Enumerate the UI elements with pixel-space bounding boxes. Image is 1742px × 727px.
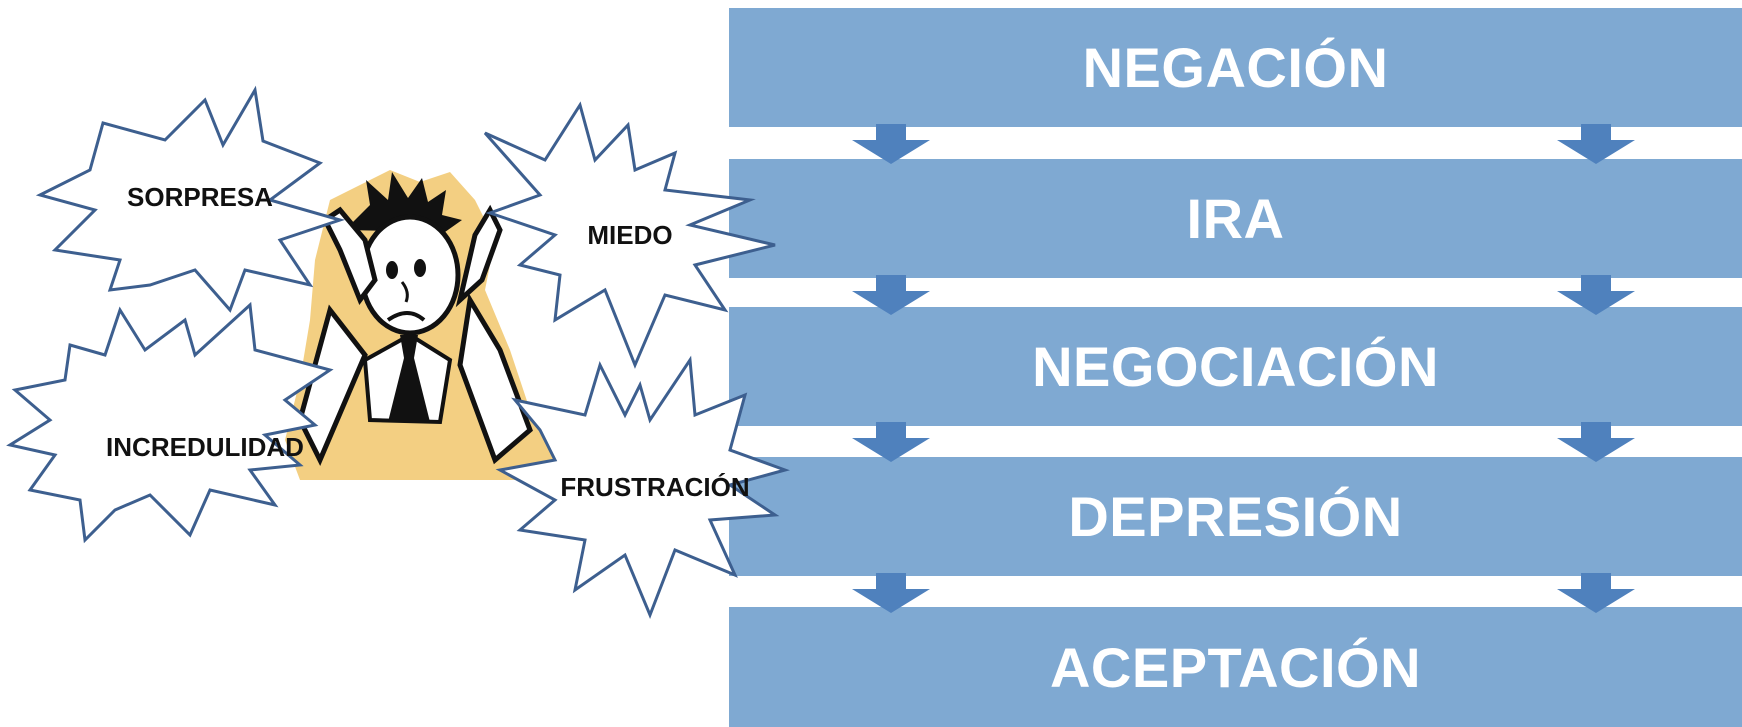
stage-label: IRA: [1186, 187, 1285, 250]
emotion-burst-sorpresa: SORPRESA: [35, 85, 360, 313]
down-arrow-icon: [852, 573, 930, 613]
stage-label: ACEPTACIÓN: [1049, 635, 1422, 699]
down-arrow-icon: [1557, 422, 1635, 462]
stage-negociacion: NEGOCIACIÓN: [729, 307, 1742, 426]
stage-negacion: NEGACIÓN: [729, 8, 1742, 127]
down-arrow-icon: [1557, 124, 1635, 164]
emotion-label: FRUSTRACIÓN: [560, 472, 750, 502]
starburst-shape: [6, 301, 334, 544]
emotion-burst-incredulidad: INCREDULIDAD: [6, 301, 340, 544]
stage-label: NEGOCIACIÓN: [1032, 335, 1439, 398]
emotion-burst-miedo: MIEDO: [483, 101, 776, 369]
stage-depresion: DEPRESIÓN: [729, 457, 1742, 576]
starburst-shape: [35, 85, 346, 313]
starburst-shape: [495, 355, 790, 620]
stage-label: NEGACIÓN: [1082, 36, 1389, 99]
down-arrow-icon: [852, 124, 930, 164]
starburst-shape: [483, 101, 776, 369]
emotion-label: INCREDULIDAD: [106, 432, 304, 462]
down-arrow-icon: [1557, 573, 1635, 613]
emotion-label: SORPRESA: [127, 182, 273, 212]
stage-ira: IRA: [729, 159, 1742, 278]
stressed-man-clipart: [285, 170, 560, 480]
down-arrow-icon: [852, 422, 930, 462]
down-arrow-icon: [852, 275, 930, 315]
emotion-burst-frustracion: FRUSTRACIÓN: [495, 355, 790, 620]
stage-label: DEPRESIÓN: [1068, 485, 1403, 548]
down-arrow-icon: [1557, 275, 1635, 315]
emotion-label: MIEDO: [587, 219, 673, 250]
stage-aceptacion: ACEPTACIÓN: [729, 607, 1742, 727]
